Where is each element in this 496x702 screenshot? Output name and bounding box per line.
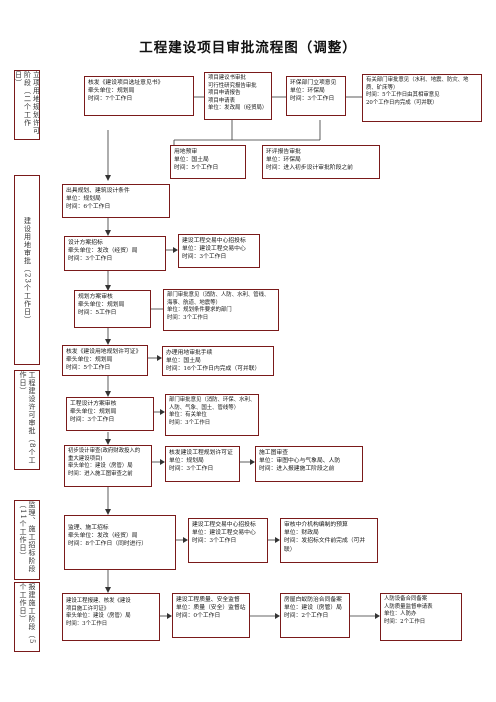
phase-2-label: 建设用地审批（23个工作日） <box>14 175 40 365</box>
flow-box-eia-approval: 环评报告审批单位：环保局时间：进入初步设计审批阶段之前 <box>262 145 380 179</box>
phase-3-label: 工程建设许可审批（8个工作日） <box>14 370 40 470</box>
flow-box-design-bidding: 设计方案招标牵头单位：发改（经贸）局时间：3个工作日 <box>64 236 166 271</box>
flow-box-termite-contract: 房屋白蚁防治合同备案单位：建设（房管）局时间：2个工作日 <box>280 593 350 638</box>
phase-1-label: 立项用地规划许可阶段（二个工作日） <box>14 70 41 140</box>
flow-box-project-proposal: 项目建议书审批可行性研究报告审批项目申请报告项目申请表单位：发改局（经贸局） <box>204 72 272 120</box>
flow-box-env-opinion: 环保部门立项意见单位：环保局时间：3个工作日 <box>286 76 346 116</box>
flow-box-budget-review: 审核中介机构编制的预算单位：财政局时间：发招标文件前完成（可并联） <box>280 518 378 563</box>
flow-box-land-planning-permit: 核发《建设用地规划许可证》牵头单位：规划局时间：5个工作日 <box>62 345 148 376</box>
flow-box-engineering-design-review: 工程设计方案审核牵头单位：规划局时间：3个工作日 <box>66 397 154 431</box>
flow-box-construction-drawing-review: 施工图审查单位：审图中心与气象局、人防时间：进入报建施工阶段之前 <box>255 446 363 482</box>
page-title: 工程建设项目审批流程图（调整） <box>139 40 357 56</box>
phase-5-label: 报建施工阶段（5个工作日） <box>14 582 40 652</box>
flow-box-preliminary-design-review: 初步设计审查(政府财政投入的重大建设项目)牵头单位：建设（房管）局时间：进入施工… <box>64 445 152 487</box>
flow-box-dept-opinions-2: 部门审批意见（消防、人防、水利、管线、海事、航道、地震等）单位：规划条件要求的部… <box>163 289 279 331</box>
flow-box-civil-defense-contract: 人防设备合同备案人防质量监督申请表单位：人防办时间：2个工作日 <box>380 593 462 641</box>
flow-box-quality-safety-supervision: 建设工程质量、安全监督单位：质量（安全）监督站时间：0个工作日 <box>172 593 250 638</box>
flow-box-construction-permit: 建设工程报建、核发《建设项目施工许可证》牵头单位：建设（房管）局时间：3个工作日 <box>62 593 160 641</box>
flow-box-plan-review: 规划方案审核牵头单位：规划局时间：5工作日 <box>74 290 151 328</box>
flow-box-land-approval: 办理用地审批手续单位：国土局时间：16个工作日内完成（可并联） <box>162 346 274 376</box>
flow-box-engineering-planning-permit: 核发建设工程规划许可证单位：规划局时间：3个工作日 <box>165 446 240 482</box>
flow-box-planning-conditions: 出具规划、建筑设计条件单位：规划局时间：6个工作日 <box>62 184 170 218</box>
flow-box-exchange-bidding-2: 建设工程交易中心招投标单位：建设工程交易中心时间：3个工作日 <box>188 518 268 563</box>
flow-box-supervision-bidding: 监理、施工招标牵头单位：发改（经贸）局时间：8个工作日（同时进行） <box>64 515 176 570</box>
phase-4-label: 监理、施工招标阶段（11个工作日） <box>14 500 40 580</box>
flow-box-land-pre-review: 用地预审单位：国土局时间：5个工作日 <box>170 145 246 179</box>
flow-box-dept-opinions-3: 部门审批意见（消防、环保、水利、人防、气象、国土、管线等）单位：有关单位时间：3… <box>165 394 259 436</box>
flow-box-exchange-bidding-1: 建设工程交易中心招投标单位：建设工程交易中心时间：3个工作日 <box>178 234 260 268</box>
flow-box-site-selection: 核发《建设项目选址意见书》牵头单位：规划局时间：7个工作日 <box>84 76 194 116</box>
